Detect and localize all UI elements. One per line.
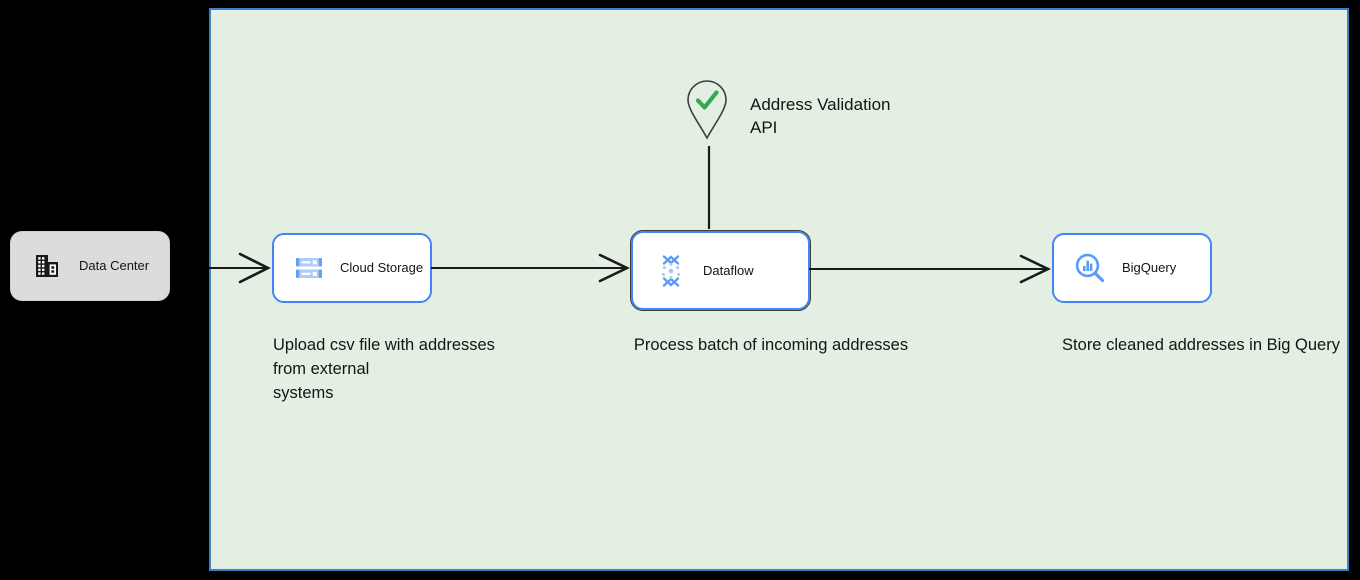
node-bigquery-label: BigQuery: [1122, 260, 1177, 276]
node-dataflow[interactable]: Dataflow: [630, 230, 811, 311]
bigquery-icon: [1074, 252, 1106, 284]
node-bigquery[interactable]: BigQuery: [1052, 233, 1212, 303]
node-data-center-label: Data Center: [79, 258, 150, 274]
caption-cloud-storage: Upload csv file with addresses from exte…: [273, 336, 495, 402]
address-validation-api-label: Address Validation API: [750, 95, 891, 137]
caption-dataflow: Process batch of incoming addresses: [633, 336, 909, 354]
dataflow-icon: [655, 254, 687, 288]
caption-bigquery: Store cleaned addresses in Big Query: [1062, 336, 1340, 354]
data-center-building-icon: [33, 252, 61, 280]
node-data-center[interactable]: Data Center: [10, 231, 170, 301]
cloud-boundary-container[interactable]: Address Validation API Cloud Storage: [209, 8, 1349, 571]
node-address-validation-api[interactable]: Address Validation API: [686, 79, 891, 146]
node-dataflow-label: Dataflow: [703, 262, 754, 278]
cloud-storage-icon: [294, 253, 324, 283]
map-pin-check-icon: [686, 79, 728, 146]
node-cloud-storage-label: Cloud Storage: [340, 260, 424, 276]
node-cloud-storage[interactable]: Cloud Storage: [272, 233, 432, 303]
